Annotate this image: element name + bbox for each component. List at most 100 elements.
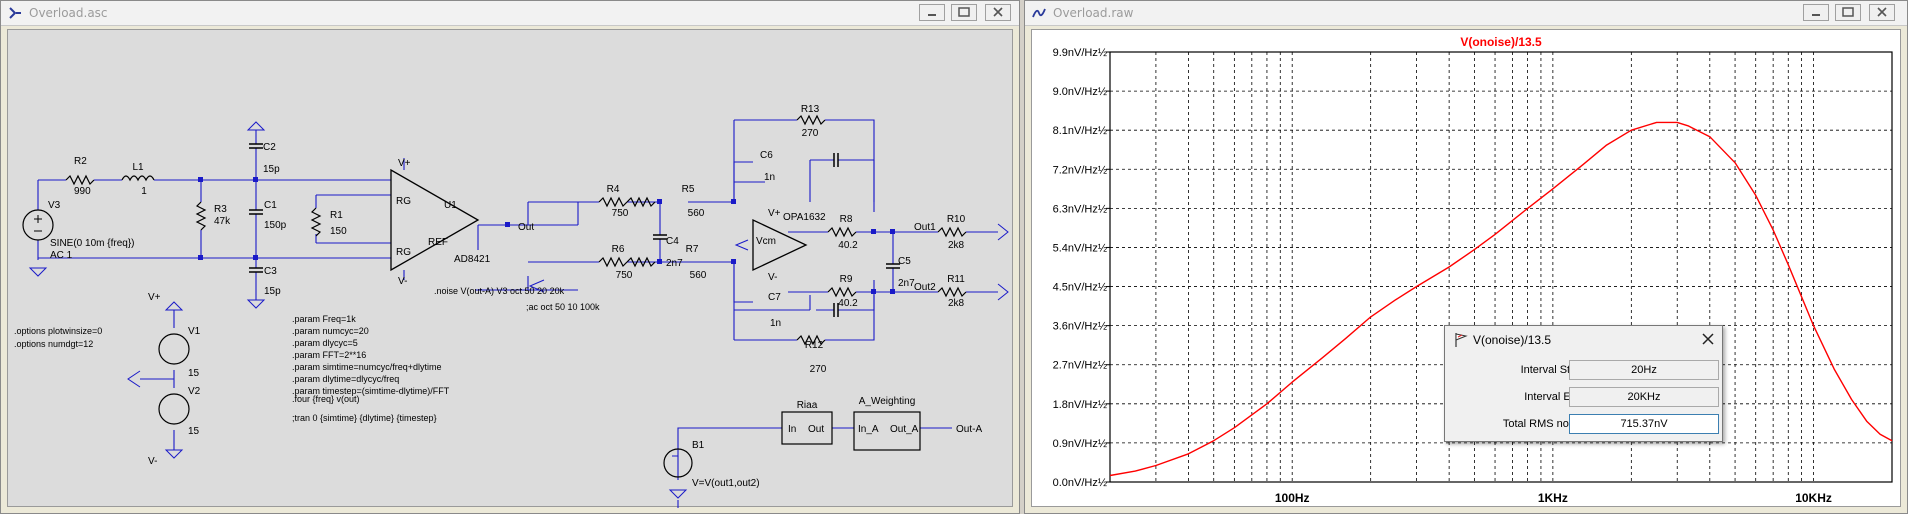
dialog-close-icon[interactable] xyxy=(1700,331,1716,347)
part-ref-r9: R9 xyxy=(840,274,853,285)
r9-resistor[interactable] xyxy=(827,287,857,297)
a-weighting-in-pin: In_A xyxy=(858,424,879,435)
maximize-button[interactable] xyxy=(951,4,977,21)
part-value-r8: 40.2 xyxy=(838,240,858,251)
minimize-button[interactable] xyxy=(919,4,945,21)
u2-vplus-label: V+ xyxy=(768,208,781,219)
net-out-a-label: Out-A xyxy=(956,424,982,435)
c6-capacitor[interactable] xyxy=(833,152,839,168)
option-line-1: .options numdgt=12 xyxy=(14,339,93,349)
junction-dot xyxy=(253,177,258,182)
junction-dot xyxy=(871,289,876,294)
rms-noise-dialog: V(onoise)/13.5 Interval Start: 20Hz Inte… xyxy=(1444,325,1723,442)
part-ref-r1: R1 xyxy=(330,210,343,221)
vminus-flag-icon xyxy=(164,449,184,459)
ground-icon xyxy=(668,489,688,499)
part-ref-c4: C4 xyxy=(666,236,679,247)
b1-source-symbol[interactable] xyxy=(663,448,693,478)
y-tick-label: 3.6nV/Hz½ xyxy=(1053,321,1107,333)
u2-opamp-symbol[interactable] xyxy=(752,218,808,272)
param-line-4: .param simtime=numcyc/freq+dlytime xyxy=(292,362,442,372)
riaa-title: Riaa xyxy=(797,400,818,411)
part-ref-c6: C6 xyxy=(760,150,773,161)
out2-arrow-icon xyxy=(997,283,1009,301)
maximize-button[interactable] xyxy=(1835,4,1861,21)
vcm-label: Vcm xyxy=(756,236,776,247)
r1-resistor[interactable] xyxy=(311,207,321,237)
net-out1-label: Out1 xyxy=(914,222,936,233)
r3-resistor[interactable] xyxy=(196,201,206,231)
restore-icon xyxy=(958,7,970,17)
param-line-0: .param Freq=1k xyxy=(292,314,356,324)
part-value-c6: 1n xyxy=(764,172,775,183)
plot-title[interactable]: V(onoise)/13.5 xyxy=(1460,35,1542,49)
y-tick-label: 5.4nV/Hz½ xyxy=(1053,242,1107,254)
y-tick-label: 7.2nV/Hz½ xyxy=(1053,164,1107,176)
r2-resistor[interactable] xyxy=(65,175,95,185)
v3-label: V3 xyxy=(48,200,61,211)
part-value-l1: 1 xyxy=(141,186,147,197)
part-ref-v1: V1 xyxy=(188,326,201,337)
part-ref-c3: C3 xyxy=(264,266,277,277)
r13-resistor[interactable] xyxy=(796,115,826,125)
part-value-r7: 560 xyxy=(690,270,707,281)
part-value-v2: 15 xyxy=(188,426,200,437)
r6-resistor[interactable] xyxy=(598,257,628,267)
four-directive: .four {freq} v(out) xyxy=(292,394,360,404)
close-button[interactable] xyxy=(985,4,1011,21)
schematic-titlebar[interactable]: Overload.asc xyxy=(1,1,1019,26)
riaa-block[interactable] xyxy=(781,411,833,445)
pin-ref: REF xyxy=(428,237,448,248)
l1-inductor[interactable] xyxy=(121,175,155,182)
interval-end-field[interactable]: 20KHz xyxy=(1569,387,1719,407)
c3-capacitor[interactable] xyxy=(248,267,264,273)
total-rms-field[interactable]: 715.37nV xyxy=(1569,414,1719,434)
part-value-c4: 2n7 xyxy=(666,258,683,269)
minimize-button[interactable] xyxy=(1803,4,1829,21)
pin-rg-top: RG xyxy=(396,196,411,207)
part-ref-v2: V2 xyxy=(188,386,201,397)
close-button[interactable] xyxy=(1869,4,1895,21)
part-ref-c2: C2 xyxy=(263,142,276,153)
param-line-3: .param FFT=2**16 xyxy=(292,350,366,360)
option-line-0: .options plotwinsize=0 xyxy=(14,326,102,336)
c4-capacitor[interactable] xyxy=(652,234,668,240)
part-ref-c7: C7 xyxy=(768,292,781,303)
param-line-2: .param dlycyc=5 xyxy=(292,338,358,348)
riaa-out-pin: Out xyxy=(808,424,824,435)
net-out2-label: Out2 xyxy=(914,282,936,293)
u2-vminus-label: V- xyxy=(768,272,777,283)
trace-flag-icon xyxy=(1455,333,1468,347)
dialog-title: V(onoise)/13.5 xyxy=(1473,333,1552,347)
close-icon xyxy=(1877,7,1887,17)
vplus-flag-icon xyxy=(246,121,266,131)
part-value-u1: AD8421 xyxy=(454,254,491,265)
r8-resistor[interactable] xyxy=(827,227,857,237)
v2-source-symbol[interactable] xyxy=(158,393,190,425)
v3-ac: AC 1 xyxy=(50,250,73,261)
interval-start-field[interactable]: 20Hz xyxy=(1569,360,1719,380)
y-tick-label: 0.0nV/Hz½ xyxy=(1053,477,1107,489)
part-value-r11: 2k8 xyxy=(948,298,965,309)
r10-resistor[interactable] xyxy=(937,227,967,237)
a-weighting-block[interactable] xyxy=(853,411,921,451)
junction-dot xyxy=(890,289,895,294)
c1-capacitor[interactable] xyxy=(248,209,264,215)
r4-resistor[interactable] xyxy=(598,197,628,207)
v1-source-symbol[interactable] xyxy=(158,333,190,365)
junction-dot xyxy=(871,229,876,234)
part-ref-r7: R7 xyxy=(686,244,699,255)
junction-dot xyxy=(198,255,203,260)
r11-resistor[interactable] xyxy=(937,287,967,297)
part-value-c2: 15p xyxy=(263,164,280,175)
u1-inamp-symbol[interactable] xyxy=(390,168,480,272)
c2-capacitor[interactable] xyxy=(248,143,264,149)
noise-trace[interactable] xyxy=(1109,121,1893,477)
part-value-c7: 1n xyxy=(770,318,781,329)
v3-source-symbol[interactable] xyxy=(22,209,54,241)
waveform-titlebar[interactable]: Overload.raw xyxy=(1025,1,1907,26)
